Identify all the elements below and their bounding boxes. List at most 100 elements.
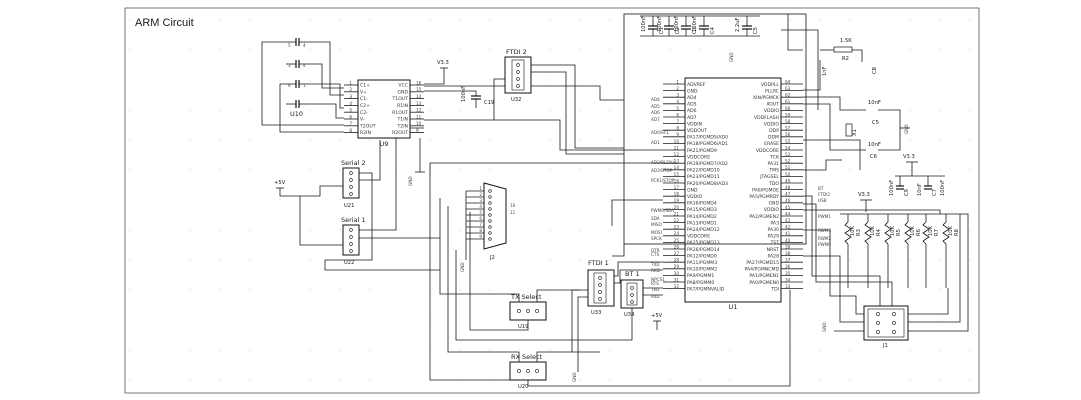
grid-dot <box>969 289 971 291</box>
grid-dot <box>459 139 461 141</box>
grid-dot <box>909 289 911 291</box>
u1-left-pin-name: AD6 <box>687 108 697 114</box>
grid-dot <box>759 19 761 21</box>
grid-dot <box>369 199 371 201</box>
grid-dot <box>879 49 881 51</box>
sheet-border <box>124 7 980 394</box>
u1-right-pin-number: 55 <box>785 139 791 144</box>
grid-dot <box>969 199 971 201</box>
grid-dot <box>939 289 941 291</box>
power-v33-label: V3.3 <box>858 192 870 198</box>
grid-dot <box>879 349 881 351</box>
header-pin <box>349 178 353 182</box>
grid-dot <box>399 289 401 291</box>
u1-right-pin-number: 40 <box>785 238 791 243</box>
grid-dot <box>579 79 581 81</box>
grid-dot <box>129 79 131 81</box>
grid-dot <box>849 79 851 81</box>
grid-dot <box>219 139 221 141</box>
net-label: RTS <box>651 281 659 286</box>
grid-dot <box>129 379 131 381</box>
grid-dot <box>159 109 161 111</box>
gnd-label: GND <box>822 322 827 332</box>
grid-dot <box>819 319 821 321</box>
grid-dot <box>279 139 281 141</box>
grid-dot <box>879 79 881 81</box>
u1-left-pin-number: 20 <box>674 205 680 210</box>
grid-dot <box>369 349 371 351</box>
u1-right-pin-name: VDDIO <box>764 108 780 114</box>
wire <box>261 41 344 126</box>
c8-ref: C8 <box>872 67 878 74</box>
grid-dot <box>489 79 491 81</box>
grid-dot <box>669 379 671 381</box>
grid-dot <box>189 19 191 21</box>
grid-dot <box>399 259 401 261</box>
net-label: SPCK <box>651 236 662 241</box>
wire <box>614 261 663 277</box>
cap-value: 100nF <box>641 16 647 32</box>
j1-body <box>863 305 909 341</box>
resistor-ref: R7 <box>934 229 940 236</box>
header-pin <box>349 249 353 253</box>
u1-right-pin-number: 47 <box>785 192 791 197</box>
u1-left-pin-name: PA18/PGMD6/AD1 <box>687 141 728 147</box>
grid-dot <box>759 49 761 51</box>
grid-dot <box>399 49 401 51</box>
grid-dot <box>309 19 311 21</box>
db9-pin <box>488 201 492 205</box>
u1-right-pin-number: 36 <box>785 264 791 269</box>
grid-dot <box>399 199 401 201</box>
grid-dot <box>549 229 551 231</box>
grid-dot <box>909 19 911 21</box>
grid-dot <box>459 289 461 291</box>
grid-dot <box>459 229 461 231</box>
header-pin <box>876 321 880 325</box>
wire <box>803 203 893 306</box>
grid-dot <box>279 79 281 81</box>
u1-left-pin-name: VDDIN <box>687 121 702 127</box>
grid-dot <box>669 49 671 51</box>
header-pin <box>598 297 602 301</box>
header-pin <box>598 283 602 287</box>
grid-dot <box>189 199 191 201</box>
u9-left-pin-name: C2- <box>360 110 368 116</box>
grid-dot <box>909 49 911 51</box>
grid-dot <box>219 169 221 171</box>
grid-dot <box>849 349 851 351</box>
wire <box>306 83 344 109</box>
u9-pin-number: 3 <box>349 94 352 99</box>
header-pin <box>892 321 896 325</box>
u1-right-pin-name: XIN/PGMCK <box>753 95 780 101</box>
grid-dot <box>219 79 221 81</box>
grid-dot <box>639 139 641 141</box>
resistor-ref: R6 <box>916 229 922 236</box>
grid-dot <box>369 49 371 51</box>
grid-dot <box>939 109 941 111</box>
grid-dot <box>489 169 491 171</box>
grid-dot <box>669 319 671 321</box>
db9-pin-number: 1 <box>479 186 482 191</box>
grid-dot <box>579 259 581 261</box>
u1-left-pin-number: 29 <box>674 264 680 269</box>
net-label: DTR <box>651 248 660 253</box>
u21-ref: U21 <box>344 203 354 209</box>
cap-ref: C1 <box>659 27 665 34</box>
u9-pin-number: 4 <box>349 101 352 106</box>
grid-dot <box>369 19 371 21</box>
grid-dot <box>129 139 131 141</box>
u1-right-pin-number: 41 <box>785 231 791 236</box>
grid-dot <box>129 169 131 171</box>
u1-left-pin-number: 21 <box>674 211 680 216</box>
grid-dot <box>549 139 551 141</box>
resistor-value: 10K <box>870 225 876 236</box>
u1-right-pin-name: GND <box>768 201 779 207</box>
j1-ref: J1 <box>882 343 888 349</box>
u1-left-pin-name: PA23/PGMD11 <box>687 174 720 180</box>
u1-right-pin-name: PA2/PGMEN2 <box>749 214 779 220</box>
wire <box>614 269 663 284</box>
grid-dot <box>969 79 971 81</box>
grid-dot <box>579 139 581 141</box>
u1-left-pin-name: PA20/PGMD8/AD3 <box>687 181 728 187</box>
grid-dot <box>579 49 581 51</box>
